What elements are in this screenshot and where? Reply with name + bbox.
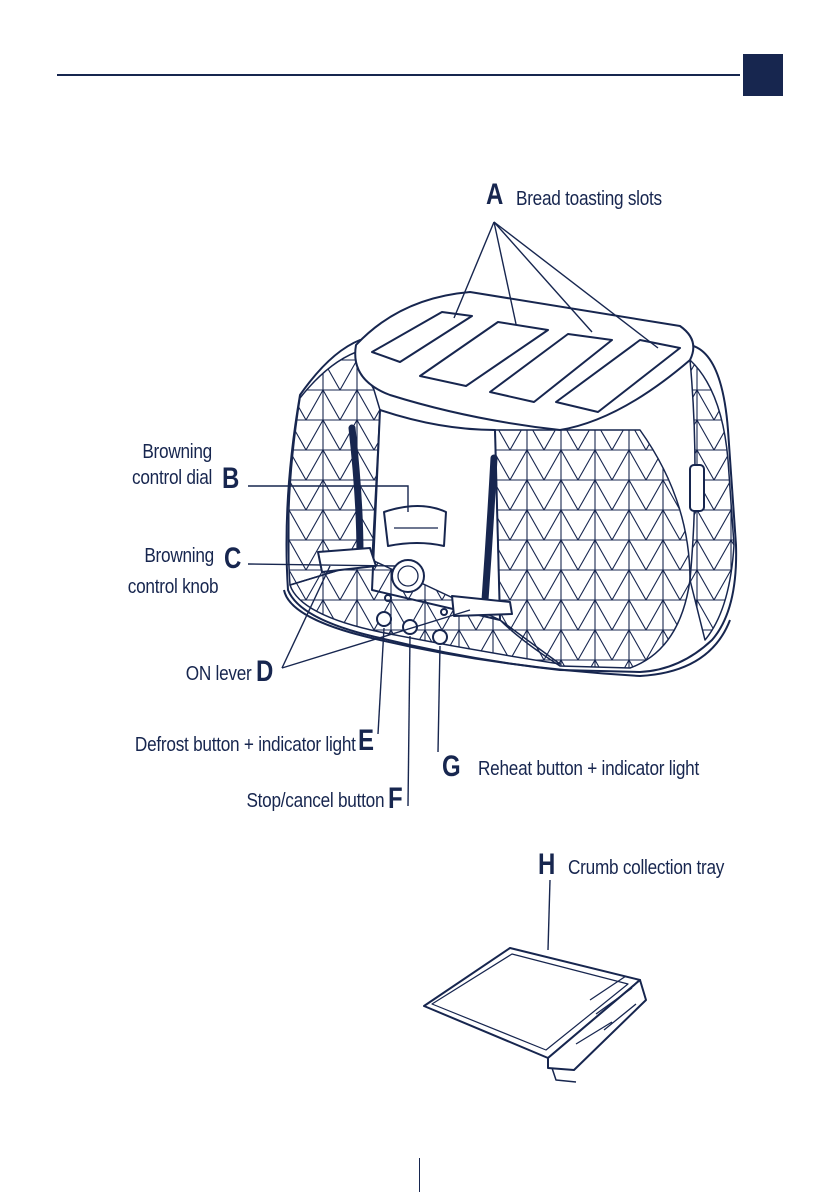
tray-plate [424,948,640,1058]
label-g-text: Reheat button + indicator light [478,757,699,781]
label-c-line2: control knob [127,575,218,599]
label-b-line2: control dial [132,466,212,490]
label-h-text: Crumb collection tray [568,856,724,880]
label-c-line1: Browning [144,544,214,568]
label-c-letter: C [224,544,241,574]
browning-knob [392,560,424,592]
toaster-top [355,292,693,430]
label-g-letter: G [442,752,461,782]
toaster-illustration [284,292,736,676]
brand-badge [690,465,704,511]
reheat-button-shape [433,630,447,644]
browning-dial-window [384,506,446,546]
right-lever-guide [485,458,494,600]
label-f-letter: F [388,784,403,814]
label-f-text: Stop/cancel button [246,789,384,813]
label-e-letter: E [358,726,374,756]
defrost-button-shape [377,612,391,626]
label-b-line1: Browning [142,440,212,464]
label-d-letter: D [256,657,273,687]
leader-f [408,636,410,806]
label-b-letter: B [222,464,239,494]
leader-g [438,646,440,752]
label-e-text: Defrost button + indicator light [135,733,356,757]
label-a-letter: A [486,180,503,210]
label-d-text: ON lever [186,662,252,686]
label-h-letter: H [538,850,555,880]
leader-e [378,628,384,734]
leader-h [548,880,550,950]
crumb-tray-illustration [424,948,646,1082]
label-a-text: Bread toasting slots [516,187,662,211]
